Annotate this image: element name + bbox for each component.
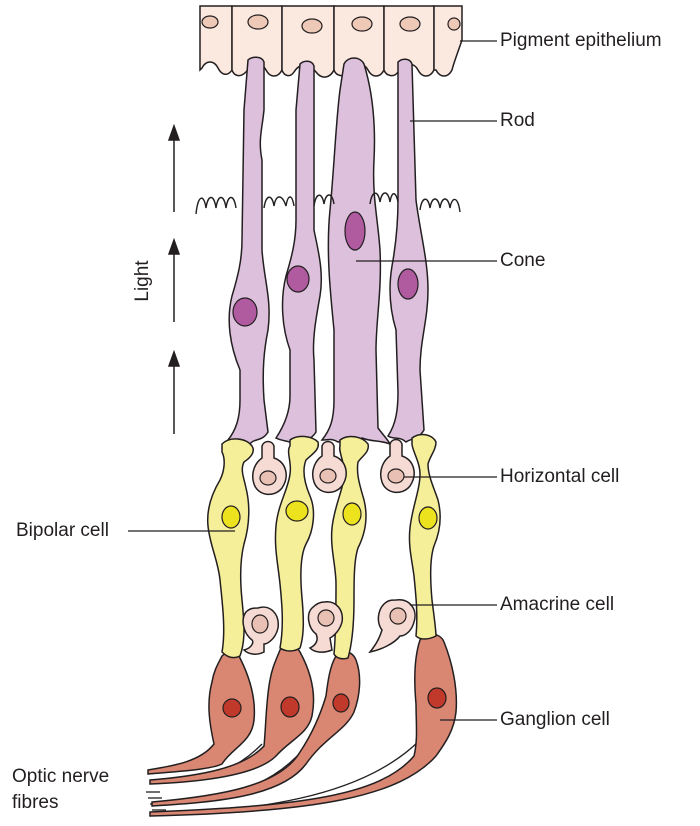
rod-label: Rod bbox=[500, 110, 535, 131]
rod-cell bbox=[386, 58, 429, 443]
ganglion-nucleus bbox=[280, 696, 300, 718]
pigment-nucleus bbox=[399, 16, 421, 32]
amacrine-cell bbox=[307, 601, 344, 653]
bipolar-nucleus bbox=[342, 502, 362, 526]
horizontal-cell-layer bbox=[251, 438, 415, 496]
ganglion-layer bbox=[147, 633, 458, 817]
pigment-epithelium-label: Pigment epithelium bbox=[500, 30, 662, 51]
arrow-up-icon bbox=[167, 237, 181, 255]
cone-nucleus bbox=[344, 211, 366, 251]
horizontal-cell bbox=[379, 438, 415, 494]
bipolar-cell bbox=[274, 435, 320, 652]
cone-cell bbox=[274, 60, 323, 448]
photoreceptor-layer bbox=[226, 56, 429, 448]
cone-cell bbox=[320, 57, 392, 446]
bipolar-cell bbox=[206, 438, 255, 659]
optic-nerve-label-line1: Optic nerve bbox=[12, 766, 110, 787]
amacrine-cell-label: Amacrine cell bbox=[500, 594, 615, 615]
ganglion-cell-label: Ganglion cell bbox=[500, 709, 610, 730]
horizontal-nucleus bbox=[387, 468, 405, 484]
rod-cell bbox=[226, 56, 270, 446]
ganglion-nucleus bbox=[332, 693, 350, 713]
bipolar-cell-label: Bipolar cell bbox=[16, 520, 109, 541]
limiting-membrane bbox=[195, 192, 461, 215]
bipolar-nucleus bbox=[221, 505, 241, 529]
horizontal-nucleus bbox=[259, 470, 277, 486]
amacrine-nucleus bbox=[317, 609, 335, 627]
cone-nucleus bbox=[286, 265, 310, 293]
light-arrows bbox=[167, 123, 181, 434]
pigment-epithelium-layer bbox=[199, 5, 463, 78]
amacrine-nucleus bbox=[251, 614, 269, 634]
pigment-nucleus bbox=[201, 15, 219, 29]
bipolar-cell bbox=[408, 433, 441, 640]
light-label: Light bbox=[132, 260, 153, 302]
bipolar-nucleus bbox=[418, 506, 438, 530]
amacrine-cell-layer bbox=[242, 599, 416, 655]
horizontal-cell bbox=[251, 440, 287, 496]
ganglion-nucleus bbox=[222, 698, 242, 718]
arrow-up-icon bbox=[167, 349, 181, 367]
cone-label: Cone bbox=[500, 250, 546, 271]
ganglion-cell bbox=[147, 651, 256, 775]
pigment-nucleus bbox=[301, 18, 323, 34]
ganglion-cell bbox=[151, 651, 361, 807]
pigment-cell bbox=[433, 5, 463, 77]
amacrine-cell bbox=[368, 599, 416, 654]
horizontal-cell-label: Horizontal cell bbox=[500, 466, 620, 487]
ganglion-nucleus bbox=[427, 687, 447, 709]
arrow-up-icon bbox=[167, 123, 181, 141]
horizontal-nucleus bbox=[319, 468, 337, 484]
ganglion-cell bbox=[149, 633, 458, 817]
bipolar-layer bbox=[206, 433, 441, 660]
pigment-nucleus bbox=[247, 14, 269, 30]
rod-nucleus bbox=[397, 268, 419, 300]
leader-lines bbox=[128, 40, 497, 721]
bipolar-nucleus bbox=[285, 500, 309, 522]
pigment-cell bbox=[199, 5, 233, 75]
pigment-nucleus bbox=[447, 17, 461, 31]
pigment-nucleus bbox=[351, 16, 373, 32]
ganglion-cell bbox=[149, 645, 315, 785]
amacrine-nucleus bbox=[389, 607, 407, 625]
bipolar-cell bbox=[330, 435, 370, 660]
rod-nucleus bbox=[232, 297, 258, 327]
optic-nerve-label-line2: fibres bbox=[12, 792, 59, 813]
